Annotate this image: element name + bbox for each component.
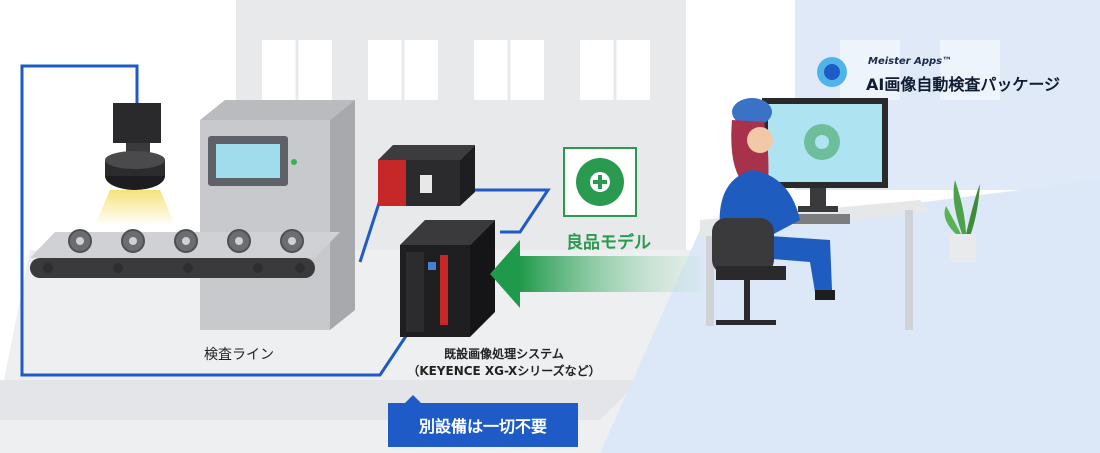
inspection-line-label: 検査ライン (204, 347, 274, 363)
app-subtitle: Meister Apps™ (868, 56, 953, 67)
model-transfer-arrow (490, 240, 700, 308)
existing-system-name: 既設画像処理システム (444, 347, 564, 361)
plc-icon (378, 145, 475, 206)
chair-icon (712, 218, 786, 325)
badge-pointer (404, 395, 422, 404)
gear-icon (563, 147, 637, 217)
existing-system-example: （KEYENCE XG-Xシリーズなど） (407, 364, 601, 378)
monitor-icon (762, 98, 888, 212)
camera-icon (95, 103, 175, 225)
existing-system-label: 既設画像処理システム （KEYENCE XG-Xシリーズなど） (398, 346, 610, 380)
inspection-cabinet (200, 100, 355, 330)
app-title: AI画像自動検査パッケージ (866, 75, 1061, 94)
no-extra-equipment-badge: 別設備は一切不要 (388, 403, 578, 447)
brand-logo-icon (817, 57, 847, 87)
keyboard-icon (780, 214, 850, 224)
controller-icon (400, 220, 495, 337)
plant-icon (944, 180, 980, 262)
operator-icon (719, 98, 835, 300)
good-model-label: 良品モデル (566, 233, 651, 253)
